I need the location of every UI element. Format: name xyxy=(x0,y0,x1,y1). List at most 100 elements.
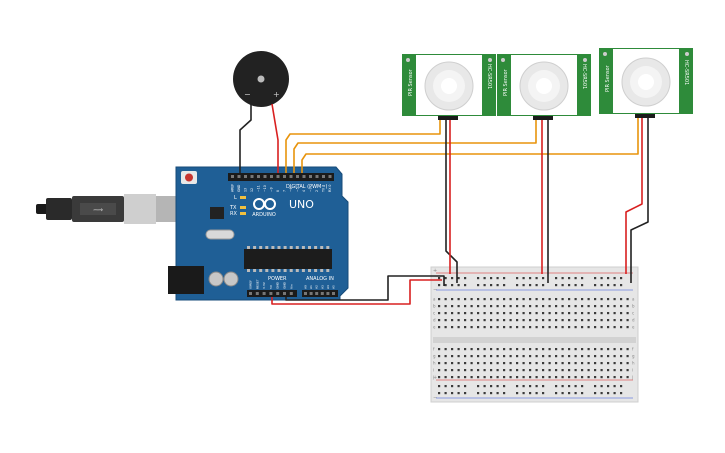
breadboard-hole[interactable] xyxy=(529,355,532,358)
breadboard-hole[interactable] xyxy=(509,312,512,315)
breadboard-hole[interactable] xyxy=(581,392,584,395)
breadboard-hole[interactable] xyxy=(594,348,597,351)
breadboard-hole[interactable] xyxy=(574,355,577,358)
pir-sensor-1[interactable]: PIR Sensor HC-SR501 xyxy=(402,54,496,120)
breadboard-hole[interactable] xyxy=(581,305,584,308)
breadboard-hole[interactable] xyxy=(613,319,616,322)
breadboard-hole[interactable] xyxy=(600,348,603,351)
breadboard-hole[interactable] xyxy=(581,369,584,372)
breadboard-hole[interactable] xyxy=(509,305,512,308)
breadboard-hole[interactable] xyxy=(457,284,460,287)
breadboard-hole[interactable] xyxy=(451,284,454,287)
breadboard-hole[interactable] xyxy=(483,392,486,395)
breadboard-hole[interactable] xyxy=(626,362,629,365)
breadboard-hole[interactable] xyxy=(522,312,525,315)
breadboard-hole[interactable] xyxy=(457,305,460,308)
digital-pin-hole[interactable] xyxy=(296,175,299,178)
breadboard-hole[interactable] xyxy=(496,392,499,395)
breadboard-hole[interactable] xyxy=(594,298,597,301)
digital-pin-hole[interactable] xyxy=(328,175,332,178)
breadboard-hole[interactable] xyxy=(542,348,545,351)
breadboard-hole[interactable] xyxy=(496,326,499,329)
breadboard-hole[interactable] xyxy=(613,392,616,395)
breadboard-hole[interactable] xyxy=(548,312,551,315)
breadboard-hole[interactable] xyxy=(470,319,473,322)
breadboard-hole[interactable] xyxy=(444,326,447,329)
breadboard-hole[interactable] xyxy=(490,385,493,388)
breadboard-hole[interactable] xyxy=(457,369,460,372)
breadboard-hole[interactable] xyxy=(483,348,486,351)
breadboard-hole[interactable] xyxy=(464,362,467,365)
breadboard-hole[interactable] xyxy=(496,305,499,308)
breadboard-hole[interactable] xyxy=(470,312,473,315)
breadboard-hole[interactable] xyxy=(516,348,519,351)
breadboard-hole[interactable] xyxy=(626,326,629,329)
breadboard-hole[interactable] xyxy=(574,284,577,287)
breadboard-hole[interactable] xyxy=(587,355,590,358)
breadboard-hole[interactable] xyxy=(483,312,486,315)
breadboard-hole[interactable] xyxy=(503,298,506,301)
breadboard-hole[interactable] xyxy=(509,326,512,329)
breadboard-hole[interactable] xyxy=(509,298,512,301)
breadboard-hole[interactable] xyxy=(587,326,590,329)
breadboard-hole[interactable] xyxy=(483,298,486,301)
breadboard-hole[interactable] xyxy=(438,319,441,322)
breadboard-hole[interactable] xyxy=(483,355,486,358)
breadboard-hole[interactable] xyxy=(477,277,480,280)
breadboard-hole[interactable] xyxy=(503,385,506,388)
breadboard-hole[interactable] xyxy=(444,277,447,280)
breadboard-hole[interactable] xyxy=(470,298,473,301)
breadboard-hole[interactable] xyxy=(470,348,473,351)
breadboard-hole[interactable] xyxy=(516,312,519,315)
breadboard-hole[interactable] xyxy=(483,277,486,280)
breadboard-hole[interactable] xyxy=(522,284,525,287)
breadboard-hole[interactable] xyxy=(561,392,564,395)
breadboard-hole[interactable] xyxy=(503,305,506,308)
breadboard-hole[interactable] xyxy=(542,369,545,372)
breadboard-hole[interactable] xyxy=(451,326,454,329)
power-jack[interactable] xyxy=(168,266,204,294)
breadboard-hole[interactable] xyxy=(490,348,493,351)
breadboard-hole[interactable] xyxy=(574,319,577,322)
breadboard-hole[interactable] xyxy=(535,312,538,315)
breadboard-hole[interactable] xyxy=(516,326,519,329)
breadboard-hole[interactable] xyxy=(438,305,441,308)
breadboard-hole[interactable] xyxy=(607,326,610,329)
breadboard-hole[interactable] xyxy=(451,385,454,388)
breadboard-hole[interactable] xyxy=(626,312,629,315)
breadboard-hole[interactable] xyxy=(490,319,493,322)
breadboard-hole[interactable] xyxy=(457,392,460,395)
breadboard-hole[interactable] xyxy=(581,319,584,322)
breadboard-hole[interactable] xyxy=(444,284,447,287)
breadboard-hole[interactable] xyxy=(477,284,480,287)
breadboard-hole[interactable] xyxy=(490,312,493,315)
breadboard-hole[interactable] xyxy=(626,305,629,308)
breadboard-hole[interactable] xyxy=(594,362,597,365)
breadboard-hole[interactable] xyxy=(548,326,551,329)
breadboard-hole[interactable] xyxy=(529,369,532,372)
breadboard-hole[interactable] xyxy=(613,277,616,280)
breadboard-hole[interactable] xyxy=(561,277,564,280)
breadboard-hole[interactable] xyxy=(464,284,467,287)
breadboard-hole[interactable] xyxy=(464,326,467,329)
breadboard-hole[interactable] xyxy=(457,298,460,301)
breadboard-hole[interactable] xyxy=(496,355,499,358)
digital-pin-hole[interactable] xyxy=(231,175,234,178)
breadboard-hole[interactable] xyxy=(600,312,603,315)
breadboard-hole[interactable] xyxy=(496,369,499,372)
breadboard-hole[interactable] xyxy=(555,305,558,308)
breadboard-hole[interactable] xyxy=(451,298,454,301)
breadboard-hole[interactable] xyxy=(464,319,467,322)
breadboard-hole[interactable] xyxy=(542,362,545,365)
breadboard-hole[interactable] xyxy=(613,355,616,358)
breadboard-hole[interactable] xyxy=(529,362,532,365)
breadboard-hole[interactable] xyxy=(548,355,551,358)
breadboard-hole[interactable] xyxy=(464,355,467,358)
breadboard-hole[interactable] xyxy=(542,312,545,315)
breadboard-hole[interactable] xyxy=(542,319,545,322)
breadboard-hole[interactable] xyxy=(503,284,506,287)
breadboard-hole[interactable] xyxy=(626,376,629,379)
breadboard-hole[interactable] xyxy=(620,326,623,329)
breadboard-hole[interactable] xyxy=(587,305,590,308)
